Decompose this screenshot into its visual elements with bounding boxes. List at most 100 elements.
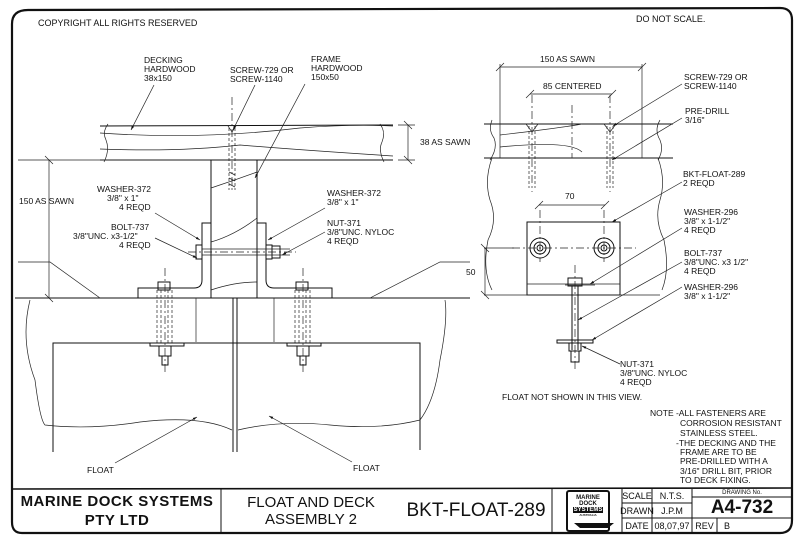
decking-board [99,123,394,163]
float-not-shown-text: FLOAT NOT SHOWN IN THIS VIEW. [502,392,642,402]
float-body [25,298,447,452]
svg-text:TO DECK FIXING.: TO DECK FIXING. [680,475,751,485]
decking-section [484,105,673,161]
label-bolt-left: BOLT-737 3/8"UNC. x3-1/2" 4 REQD [73,222,198,259]
svg-text:150 AS SAWN: 150 AS SAWN [19,196,74,206]
svg-text:NOTE -ALL FASTENERS ARE: NOTE -ALL FASTENERS ARE [650,408,766,418]
float-bolt-left [149,268,185,375]
svg-text:3/16" DRILL BIT, PRIOR: 3/16" DRILL BIT, PRIOR [680,466,772,476]
svg-text:3/8"UNC. NYLOC: 3/8"UNC. NYLOC [620,368,687,378]
label-bolt-right: BOLT-737 3/8"UNC. x3 1/2" 4 REQD [577,248,748,321]
label-screw-left: SCREW-729 OR SCREW-1140 [230,65,294,131]
svg-text:WASHER-372: WASHER-372 [327,188,381,198]
svg-text:SCREW-1140: SCREW-1140 [230,74,283,84]
bracket-front [512,210,636,296]
svg-text:FLOAT: FLOAT [87,465,114,475]
title-line1: FLOAT AND DECK [247,494,375,511]
label-float-left: FLOAT [87,416,198,475]
label-washer-top: WASHER-296 3/8" x 1-1/2" 4 REQD [589,207,738,285]
svg-text:4 REQD: 4 REQD [119,202,151,212]
svg-text:4 REQD: 4 REQD [684,225,716,235]
svg-text:SCREW-1140: SCREW-1140 [684,81,737,91]
company-name: MARINE DOCK SYSTEMS PTY LTD [14,490,220,532]
svg-text:4 REQD: 4 REQD [620,377,652,387]
label-washer-bottom: WASHER-296 3/8" x 1-1/2" [591,282,738,341]
svg-text:FRAME ARE TO BE: FRAME ARE TO BE [680,447,757,457]
label-nut-left: NUT-371 3/8"UNC. NYLOC 4 REQD [281,218,394,256]
svg-text:3/8" x 1-1/2": 3/8" x 1-1/2" [684,291,730,301]
logo-text-australia: AUSTRALIA [579,513,597,517]
svg-text:38 AS SAWN: 38 AS SAWN [420,137,470,147]
company-line2: PTY LTD [84,512,150,529]
svg-text:BKT-FLOAT-289: BKT-FLOAT-289 [683,169,745,179]
svg-text:3/8" x 1": 3/8" x 1" [107,193,139,203]
svg-text:SCREW-729 OR: SCREW-729 OR [684,72,748,82]
svg-text:PRE-DRILLED WITH A: PRE-DRILLED WITH A [680,456,768,466]
date-label: DATE [625,520,649,531]
through-bolt [188,244,296,260]
label-predrill: PRE-DRILL 3/16" [611,106,730,161]
part-number: BKT-FLOAT-289 [406,500,546,521]
svg-text:STAINLESS STEEL.: STAINLESS STEEL. [680,428,758,438]
screw-left [227,97,237,190]
svg-text:WASHER-296: WASHER-296 [684,207,738,217]
svg-text:85 CENTERED: 85 CENTERED [543,81,602,91]
bracket-right [256,222,333,299]
do-not-scale-text: DO NOT SCALE. [636,14,705,24]
logo-text-dock: DOCK [579,501,597,507]
rev-value: B [723,520,730,531]
svg-text:2 REQD: 2 REQD [683,178,715,188]
dim-38: 38 AS SAWN [398,120,470,165]
svg-text:CORROSION RESISTANT: CORROSION RESISTANT [680,418,782,428]
svg-text:3/8" x 1-1/2": 3/8" x 1-1/2" [684,216,730,226]
drawing-title: FLOAT AND DECK ASSEMBLY 2 [222,490,400,532]
drawing-number: A4-732 [710,496,774,518]
dim-150-left: 150 AS SAWN [18,155,210,303]
right-view: 150 AS SAWN 85 CENTERED 70 [466,54,748,402]
float-bolt-right [286,268,322,375]
label-screw-right: SCREW-729 OR SCREW-1140 [612,72,748,127]
svg-text:BOLT-737: BOLT-737 [111,222,149,232]
svg-text:FRAME: FRAME [311,54,341,64]
label-float-right: FLOAT [268,415,380,473]
logo-text-marine: MARINE [576,495,600,501]
frame-section-outline [485,157,667,291]
svg-text:SCREW-729 OR: SCREW-729 OR [230,65,294,75]
dim-150-right: 150 AS SAWN [495,54,647,124]
rev-label: REV [695,520,714,531]
bracket-left [137,222,212,299]
svg-text:4 REQD: 4 REQD [327,236,359,246]
date-value: 08,07,97 [654,520,690,531]
svg-text:38x150: 38x150 [144,73,172,83]
drawn-label: DRAWN [620,505,654,516]
svg-text:3/8"UNC. NYLOC: 3/8"UNC. NYLOC [327,227,394,237]
screws-right [525,95,617,192]
svg-text:150 AS SAWN: 150 AS SAWN [540,54,595,64]
svg-text:HARDWOOD: HARDWOOD [144,64,195,74]
label-decking: DECKING HARDWOOD 38x150 [130,55,195,131]
svg-text:WASHER-296: WASHER-296 [684,282,738,292]
svg-text:-THE DECKING AND THE: -THE DECKING AND THE [676,438,776,448]
label-washer-left: WASHER-372 3/8" x 1" 4 REQD [97,184,201,241]
drawing-border [10,6,794,535]
title-block-lines [11,487,793,533]
label-frame: FRAME HARDWOOD 150x50 [254,54,362,179]
svg-text:3/8" x 1": 3/8" x 1" [327,197,359,207]
drawing-no-label: DRAWING No. [722,490,762,496]
svg-text:DECKING: DECKING [144,55,183,65]
svg-text:3/16": 3/16" [685,115,705,125]
svg-text:HARDWOOD: HARDWOOD [311,63,362,73]
company-line1: MARINE DOCK SYSTEMS [20,493,214,510]
svg-text:4 REQD: 4 REQD [119,240,151,250]
bolt-right [556,265,595,372]
anchor-icon [574,523,614,528]
svg-text:NUT-371: NUT-371 [327,218,361,228]
svg-text:50: 50 [466,267,476,277]
drawn-value: J.P.M [661,505,683,516]
label-nut-right: NUT-371 3/8"UNC. NYLOC 4 REQD [581,345,687,387]
svg-text:3/8"UNC. x3-1/2": 3/8"UNC. x3-1/2" [73,231,138,241]
svg-text:70: 70 [565,191,575,201]
svg-text:BOLT-737: BOLT-737 [684,248,722,258]
title-line2: ASSEMBLY 2 [265,511,357,528]
